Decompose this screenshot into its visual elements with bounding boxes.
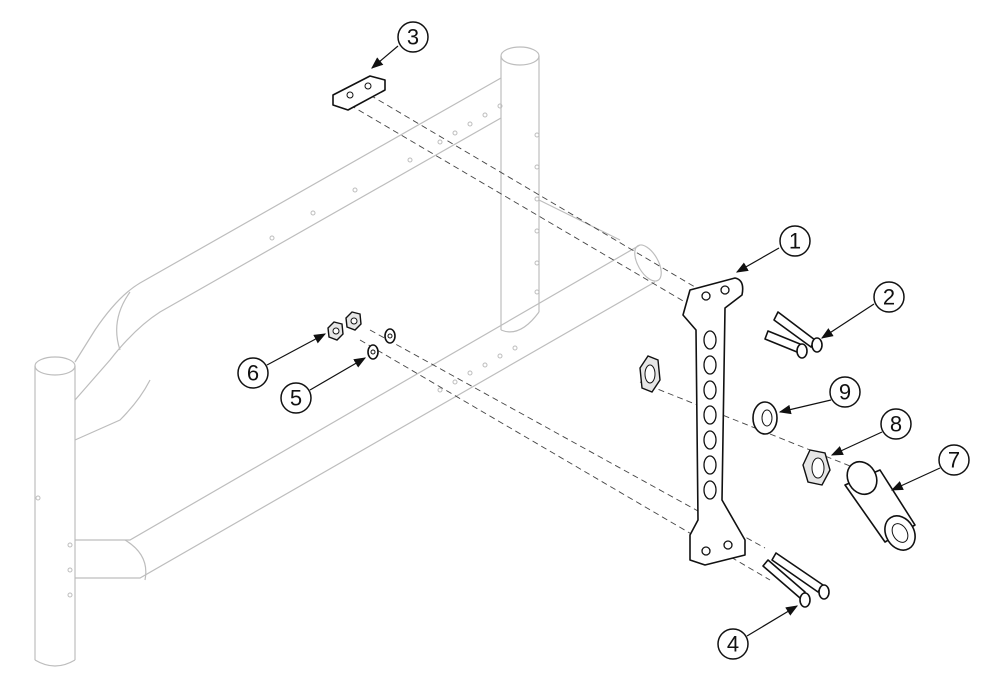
- callout-2: 2: [820, 281, 905, 339]
- svg-text:1: 1: [789, 229, 801, 254]
- part-1-side-plate: [682, 277, 746, 566]
- part-4-bolts: [762, 552, 830, 608]
- callout-6: 6: [237, 333, 327, 389]
- svg-text:7: 7: [948, 448, 960, 473]
- part-8-hex-nut: [802, 449, 831, 486]
- callout-8: 8: [830, 408, 912, 456]
- part-3-nut-plate: [332, 75, 386, 111]
- svg-text:3: 3: [407, 25, 419, 50]
- part-5-washers: [367, 328, 396, 360]
- callout-5: 5: [280, 357, 367, 414]
- part-6-lock-nuts: [327, 311, 362, 341]
- callout-7: 7: [890, 444, 970, 491]
- svg-text:6: 6: [247, 361, 259, 386]
- svg-text:4: 4: [727, 632, 739, 657]
- part-7-spacer-tube: [844, 460, 916, 551]
- callout-4: 4: [717, 605, 799, 660]
- hex-nut-inner: [639, 355, 661, 393]
- part-9-flat-washer: [752, 401, 778, 435]
- callout-9: 9: [778, 376, 861, 415]
- svg-text:2: 2: [883, 285, 895, 310]
- wheelchair-frame: [34, 46, 662, 667]
- callout-1: 1: [735, 225, 811, 273]
- svg-text:8: 8: [890, 412, 902, 437]
- svg-text:9: 9: [839, 380, 851, 405]
- callout-3: 3: [371, 21, 429, 69]
- part-2-bolts: [764, 311, 823, 359]
- svg-text:5: 5: [290, 386, 302, 411]
